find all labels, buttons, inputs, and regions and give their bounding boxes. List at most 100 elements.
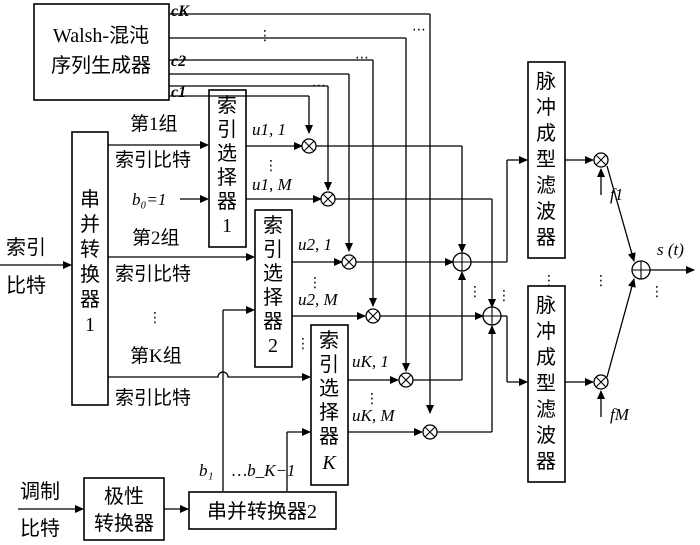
summer-1 [452,252,472,272]
group-1-path: 第1组 索引比特 [108,113,209,171]
final-summer: s (t) [606,165,695,378]
b0-label: b₀=1 [132,190,166,209]
uk1-label: uK, 1 [352,352,389,371]
idx1-char-2: 选 [217,142,237,165]
idx1-char-3: 择 [217,166,237,189]
multiplier-1-1 [301,138,317,154]
walsh-chaos-generator: Walsh-混沌 序列生成器 [33,3,170,101]
pulse2-char-3: 型 [536,372,556,395]
idx2-char-0: 索 [263,214,283,237]
group1-bits-label: 索引比特 [115,149,191,171]
pulse1-char-1: 冲 [536,96,556,119]
idx2-char-2: 选 [263,262,283,285]
pulse-shaping-filter-m: 脉 冲 成 型 滤 波 器 [527,285,566,483]
u21-label: u2, 1 [298,235,332,254]
walsh-label-line1: Walsh-混沌 [53,24,149,47]
pulse1-char-5: 波 [536,200,556,223]
ukm-path: uK, M [348,406,423,436]
carrier-mixer-1: f1 [565,152,623,204]
index-selector-2: 索 引 选 择 器 2 [254,209,293,368]
multiplier-2-1 [341,254,357,270]
u11-label: u1, 1 [252,120,286,139]
summer-ellipsis-1: ⋮ [468,284,482,300]
group-k-path: 第K组 索引比特 [108,345,311,409]
groupk-bits-label: 索引比特 [115,387,191,409]
serial-parallel-converter-1: 串 并 转 换 器 1 [71,131,109,406]
idxk-char-5: K [321,452,337,474]
filter-ellipsis: ⋮ [542,273,556,289]
walsh-label-line2: 序列生成器 [51,54,151,77]
carrier-mixer-m: fM [565,374,630,424]
bk1-label: …b_K−1 [232,461,295,480]
serial-parallel-converter-2: 串并转换器2 [188,491,337,530]
pulse1-char-4: 滤 [536,174,556,197]
c1-label: c1 [171,84,186,101]
u2m-path: u2, M [292,290,366,320]
idx2-char-5: 2 [268,335,278,357]
index-bits-input: 索引 比特 [0,236,72,297]
pulse1-char-0: 脉 [536,70,556,93]
index-selector-k: 索 引 选 择 器 K [310,324,349,486]
group-ellipsis: ⋮ [148,310,162,326]
sp1-char-1: 并 [80,213,100,236]
idxk-char-0: 索 [319,329,339,352]
modulation-bits-input: 调制 比特 [18,480,84,540]
mixer-ellipsis: ⋮ [594,273,608,289]
summer-ellipsis-2: ⋮ [497,288,511,304]
u2-ellipsis: ⋮ [308,275,322,291]
uk1-path: uK, 1 [348,352,399,384]
idxk-char-3: 择 [319,401,339,424]
summer-1-to-filter [471,156,528,263]
u1-ellipsis: ⋮ [264,158,278,174]
pulse-shaping-filter-1: 脉 冲 成 型 滤 波 器 [527,61,566,259]
pulse1-char-6: 器 [536,227,556,249]
summer-m-to-filter [501,315,528,386]
u2-side-ellipsis: ⋮ [296,336,310,352]
idxk-char-4: 器 [319,426,339,448]
idx2-char-1: 引 [263,238,283,261]
idx1-char-5: 1 [222,215,232,237]
index-bits-label-2: 比特 [6,274,46,297]
sp1-char-2: 转 [80,238,100,261]
uk-ellipsis: ⋮ [365,391,379,407]
mod-bits-label-1: 调制 [20,480,60,503]
sp1-char-4: 器 [80,289,100,311]
idx1-char-0: 索 [217,94,237,117]
pulse1-char-2: 成 [536,122,556,145]
idx2-char-4: 器 [263,311,283,333]
pulse2-char-1: 冲 [536,320,556,343]
idxk-char-1: 引 [319,353,339,376]
sp2-label: 串并转换器2 [207,500,317,523]
idxk-char-2: 选 [319,377,339,400]
polar-label-line1: 极性 [104,485,144,508]
sum-ellipsis: ⋮ [650,284,664,300]
ukm-label: uK, M [352,406,395,425]
c1-path: c1 [169,84,332,191]
group-2-path: 第2组 索引比特 [108,227,255,285]
b1-label: b₁ [199,461,213,480]
c-ellipsis-1: ⋮ [258,28,272,44]
multiplier-2-m [365,308,381,324]
b0-input: b₀=1 [132,190,209,209]
sp1-char-0: 串 [80,188,100,211]
pulse2-char-2: 成 [536,346,556,369]
polar-label-line2: 转换器 [94,512,154,535]
group2-label: 第2组 [132,227,180,249]
ck-label: cK [171,3,190,20]
bk-1-path: …b_K−1 [232,428,311,491]
u1m-label: u1, M [252,175,293,194]
idx1-char-1: 引 [217,118,237,141]
idx1-char-4: 器 [217,191,237,213]
b1-path: b₁ [199,306,255,491]
multiplier-k-1 [398,372,414,388]
groupk-label: 第K组 [130,345,182,367]
c-ellipsis-2: ⋯ [412,22,426,38]
multiplier-1-m [320,191,336,207]
index-bits-label-1: 索引 [6,236,46,259]
index-selector-1: 索 引 选 择 器 1 [208,89,247,248]
u1m-path: u1, M [246,175,322,203]
c-ellipsis-3: ⋯ [355,50,369,66]
polarity-converter: 极性 转换器 [83,477,165,541]
multiplier-k-m [422,424,438,440]
